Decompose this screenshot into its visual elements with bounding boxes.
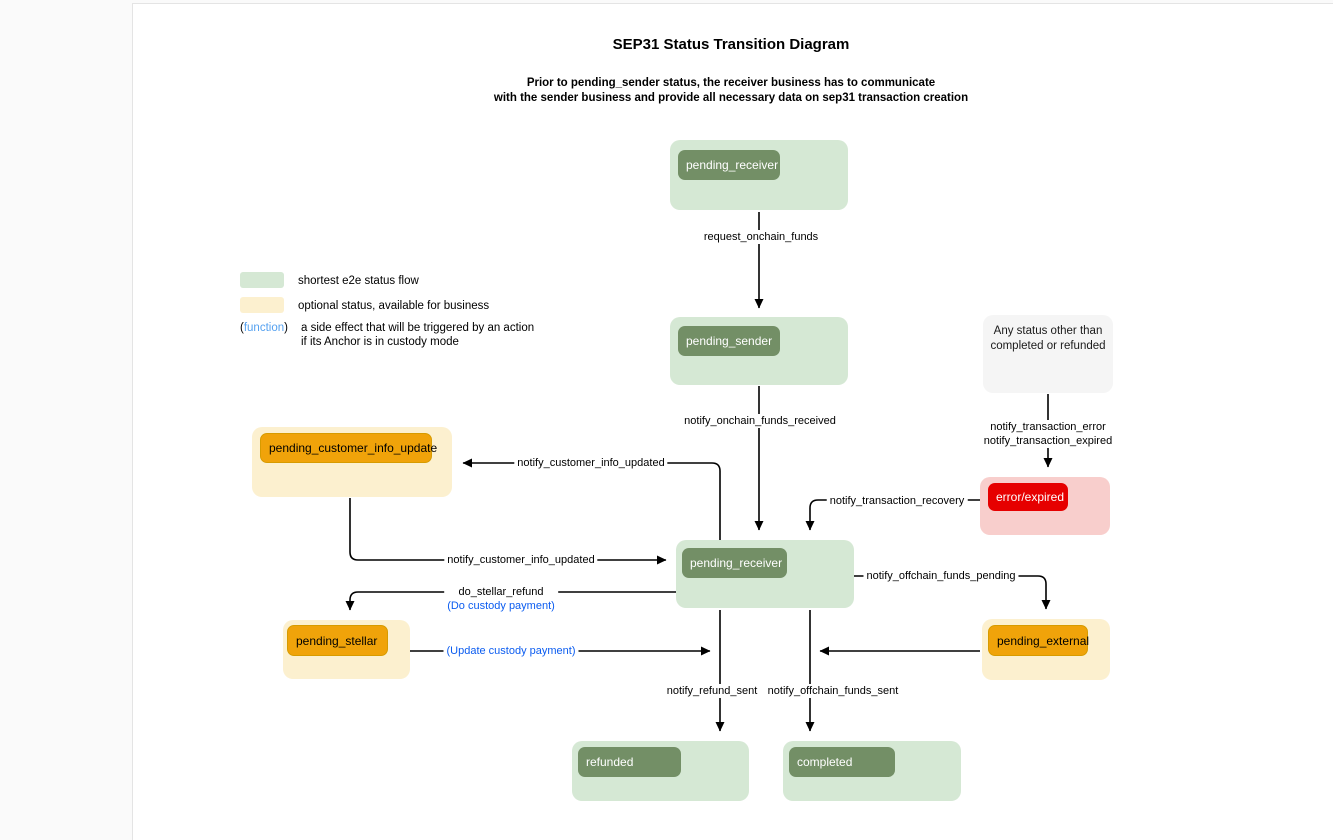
edge-label-notify-onchain-funds-received: notify_onchain_funds_received [681, 414, 839, 428]
edge-label-notify-offchain-funds-pending: notify_offchain_funds_pending [863, 569, 1019, 583]
node-pending-receiver-mid: pending_receiver [676, 540, 854, 608]
node-label-pending-receiver-top: pending_receiver [678, 150, 780, 180]
edge-label-do-custody-payment: (Do custody payment) [447, 600, 555, 612]
edge-notify-customer-info-updated-upper [462, 458, 721, 540]
node-label-pending-stellar: pending_stellar [287, 625, 388, 656]
paren-open: ( [240, 322, 244, 334]
edge-do-stellar-refund [345, 591, 676, 611]
node-label-refunded: refunded [578, 747, 681, 777]
edge-label-update-custody-payment: (Update custody payment) [443, 644, 579, 658]
edge-notify-customer-info-updated-lower [349, 498, 667, 565]
edge-label-notify-offchain-funds-sent: notify_offchain_funds_sent [764, 684, 902, 698]
edge-notify-transaction-recovery [805, 499, 980, 531]
note-line-2: completed or refunded [990, 340, 1106, 352]
node-pending-receiver-top: pending_receiver [670, 140, 848, 210]
node-pending-sender: pending_sender [670, 317, 848, 385]
edge-label-do-stellar-refund: do_stellar_refund (Do custody payment) [444, 585, 558, 613]
legend-label-shortest-flow: shortest e2e status flow [298, 275, 419, 287]
edge-label-notify-customer-info-updated-lower: notify_customer_info_updated [444, 553, 598, 567]
subtitle-line-2: with the sender business and provide all… [493, 92, 969, 104]
edge-notify-offchain-funds-pending [854, 575, 1051, 610]
node-pending-stellar: pending_stellar [283, 620, 410, 679]
subtitle-line-1: Prior to pending_sender status, the rece… [526, 77, 936, 89]
node-label-pending-sender: pending_sender [678, 326, 780, 356]
legend-function-token: (function) [240, 322, 288, 334]
legend-function-description: a side effect that will be triggered by … [301, 321, 534, 349]
note-line-1: Any status other than [993, 325, 1103, 337]
function-desc-line-1: a side effect that will be triggered by … [301, 322, 535, 334]
node-label-completed: completed [789, 747, 895, 777]
page-title: SEP31 Status Transition Diagram [612, 36, 850, 53]
legend-swatch-optional-status [240, 297, 284, 313]
node-label-pending-customer-info-update: pending_customer_info_update [260, 433, 437, 463]
legend-label-optional-status: optional status, available for business [298, 300, 490, 312]
node-label-error-expired: error/expired [988, 483, 1068, 511]
page-subtitle: Prior to pending_sender status, the rece… [391, 76, 1071, 106]
node-refunded: refunded [572, 741, 749, 801]
edge-label-line-expired: notify_transaction_expired [983, 435, 1113, 447]
node-error-expired: error/expired [980, 477, 1110, 535]
note-any-status: Any status other than completed or refun… [983, 315, 1113, 393]
node-pending-customer-info-update: pending_customer_info_update [252, 427, 452, 497]
edge-label-line-error: notify_transaction_error [990, 421, 1106, 433]
node-pending-external: pending_external [982, 619, 1110, 680]
edge-label-notify-refund-sent: notify_refund_sent [663, 684, 761, 698]
edge-label-request-onchain-funds: request_onchain_funds [700, 230, 822, 244]
edge-label-notify-customer-info-updated-upper: notify_customer_info_updated [514, 456, 668, 470]
paren-close: ) [284, 322, 288, 334]
node-label-pending-receiver-mid: pending_receiver [682, 548, 787, 578]
legend-swatch-shortest-flow [240, 272, 284, 288]
edge-label-notify-transaction-recovery: notify_transaction_recovery [826, 494, 968, 508]
edge-label-notify-transaction-error-expired: notify_transaction_error notify_transact… [980, 420, 1116, 448]
function-word: function [243, 322, 285, 334]
edge-label-do-stellar-refund-text: do_stellar_refund [458, 586, 544, 598]
function-desc-line-2: if its Anchor is in custody mode [301, 336, 459, 348]
node-label-pending-external: pending_external [988, 625, 1089, 656]
node-completed: completed [783, 741, 961, 801]
